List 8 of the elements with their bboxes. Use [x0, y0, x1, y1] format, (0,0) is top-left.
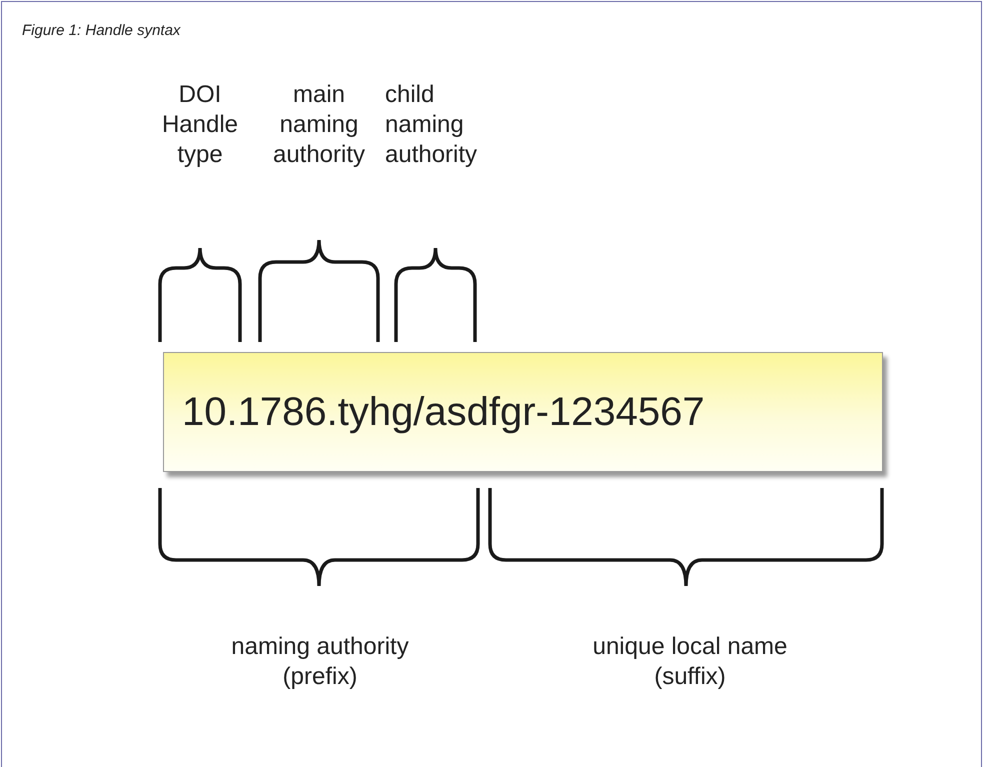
brace-label: main naming authority [272, 80, 366, 170]
figure-title: Figure 1: Handle syntax [22, 22, 180, 39]
identifier-text: 10.1786.tyhg/asdfgr-1234567 [182, 390, 705, 434]
brace-label: unique local name (suffix) [592, 632, 788, 692]
brace-label: DOI Handle type [160, 80, 240, 170]
brace-label: naming authority (prefix) [230, 632, 410, 692]
identifier-box [163, 352, 883, 472]
brace-label: child naming authority [385, 80, 478, 170]
